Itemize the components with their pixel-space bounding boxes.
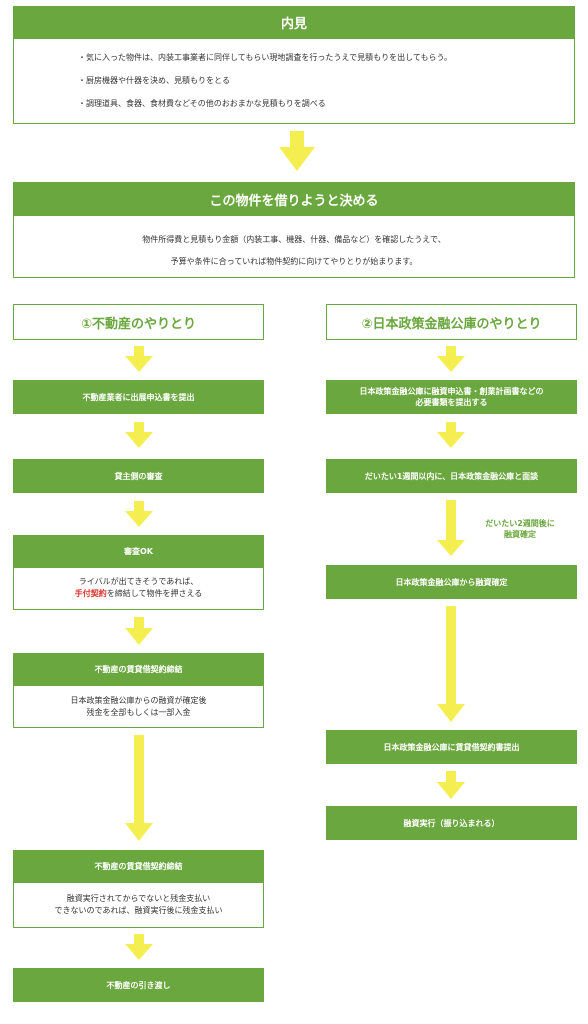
review-ok-header: 審査OK [13,535,264,568]
flow-arrow [125,735,153,841]
inspection-item: 調理道具、食器、食材費などその他のおおまかな見積もりを調べる [78,98,452,110]
flow-arrow [125,501,153,527]
decide-title: この物件を借りようと決める [209,193,379,209]
flow-arrow [437,346,465,372]
lease-contract-text: 日本政策金融公庫からの融資が確定後 残金を全部もしくは一部入金 [70,696,207,717]
flow-arrow [437,771,465,799]
review-ok-text: ライバルが出てきそうであれば、 手付契約を締結して物件を押さえる [74,577,203,598]
lease-contract-header-2: 不動産の賃貸借契約締結 [13,850,264,883]
inspection-list: 気に入った物件は、内装工事業者に同伴してもらい現地調査を行ったうえで見積もりを出… [78,52,452,121]
two-week-note: だいたい2週間後に 融資確定 [485,519,555,539]
decide-box [13,215,575,278]
loan-disbursed-step: 融資実行（振り込まれる） [326,806,577,840]
lease-contract-text-2: 融資実行されてからでないと残金支払い できないのであれば、融資実行後に残金支払い [54,894,223,915]
inspection-item: 厨房機器や什器を決め、見積もりをとる [78,75,452,87]
decide-text: 物件所得費と見積もり金額（内装工事、機器、什器、備品など）を確認したうえで、 予… [13,229,575,273]
inspection-title: 内見 [280,17,307,32]
flow-arrow [437,500,465,556]
lease-contract-header: 不動産の賃貸借契約締結 [13,653,264,686]
lease-contract-box-2 [13,882,264,928]
interview-step: だいたい1週間以内に、日本政策金融公庫と面談 [326,459,577,493]
submit-lease-step: 日本政策金融公庫に賃貸借契約書提出 [326,730,577,764]
decide-line: 予算や条件に合っていれば物件契約に向けてやりとりが始まります。 [170,257,418,266]
deposit-contract-highlight: 手付契約 [74,589,107,598]
property-handover-step: 不動産の引き渡し [13,968,264,1002]
loan-confirmed-step: 日本政策金融公庫から融資確定 [326,565,577,599]
flow-arrow [437,606,465,722]
inspection-header: 内見 [13,6,575,39]
landlord-review-step: 貸主側の審査 [13,459,264,493]
flow-arrow [437,422,465,448]
decide-line: 物件所得費と見積もり金額（内装工事、機器、什器、備品など）を確認したうえで、 [142,235,446,244]
lease-contract-box [13,685,264,728]
flow-arrow [279,131,315,171]
review-ok-box [13,567,264,610]
flow-arrow [125,934,153,960]
inspection-item: 気に入った物件は、内装工事業者に同伴してもらい現地調査を行ったうえで見積もりを出… [78,52,452,64]
decide-header: この物件を借りようと決める [13,182,575,216]
submit-documents-step: 日本政策金融公庫に融資申込書・創業計画書などの 必要書類を提出する [326,380,577,414]
flow-arrow [125,346,153,372]
submit-application-step: 不動産業者に出展申込書を提出 [13,380,264,414]
flow-arrow [125,617,153,645]
real-estate-heading: ①不動産のやりとり [13,304,264,340]
flow-arrow [125,422,153,448]
jfc-heading: ②日本政策金融公庫のやりとり [326,304,577,340]
